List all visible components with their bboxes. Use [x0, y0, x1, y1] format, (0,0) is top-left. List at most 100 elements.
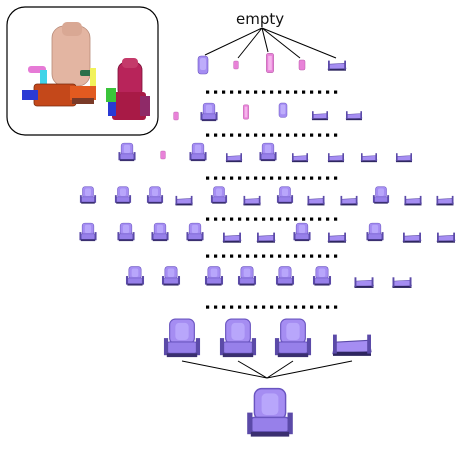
- separator-dot: [278, 305, 282, 309]
- part-node: [436, 232, 456, 244]
- separator-dot: [222, 90, 226, 94]
- separator-dot: [254, 90, 258, 94]
- root-link-line: [181, 360, 268, 379]
- separator-dot: [310, 254, 314, 258]
- separator-dot: [318, 90, 322, 94]
- separator-dot: [294, 90, 298, 94]
- chair-node: [185, 222, 205, 242]
- separator-dot: [326, 217, 330, 221]
- separator-dot: [230, 176, 234, 180]
- part-node: [307, 195, 325, 206]
- chair-node-large: [162, 318, 202, 359]
- chair-node: [197, 55, 209, 75]
- part-node: [256, 232, 276, 244]
- separator-dot: [326, 90, 330, 94]
- part-node: [242, 104, 250, 120]
- part-node: [436, 195, 454, 206]
- separator-dot: [246, 305, 250, 309]
- separator-dot: [214, 133, 218, 137]
- separator-dot: [318, 305, 322, 309]
- chair-node: [237, 266, 257, 287]
- separator-dot: [318, 176, 322, 180]
- separator-dot: [254, 133, 258, 137]
- separator-dot: [326, 254, 330, 258]
- separator-dot: [294, 254, 298, 258]
- chair-node: [146, 186, 164, 205]
- part-node: [395, 152, 413, 163]
- separator-dot: [222, 305, 226, 309]
- chair-node: [114, 186, 132, 205]
- separator-dot: [310, 217, 314, 221]
- separator-dot: [302, 176, 306, 180]
- chair-node-large: [274, 318, 312, 359]
- part-node: [173, 111, 179, 121]
- empty-link-line: [261, 27, 301, 59]
- separator-dot: [262, 305, 266, 309]
- separator-dot: [206, 133, 210, 137]
- separator-dot: [286, 90, 290, 94]
- separator-dot: [326, 176, 330, 180]
- separator-dot: [294, 305, 298, 309]
- root-link-line: [266, 360, 353, 379]
- separator-dot: [302, 217, 306, 221]
- separator-dot: [334, 176, 338, 180]
- separator-dot: [310, 305, 314, 309]
- separator-dot: [222, 217, 226, 221]
- chair-node: [278, 102, 288, 118]
- separator-dot: [230, 90, 234, 94]
- separator-dot: [286, 217, 290, 221]
- separator-dot: [238, 133, 242, 137]
- empty-link-line: [237, 27, 263, 59]
- separator-dot: [310, 133, 314, 137]
- separator-dot: [326, 305, 330, 309]
- empty-link-line: [261, 27, 269, 53]
- separator-dot: [246, 217, 250, 221]
- separator-dot: [230, 254, 234, 258]
- separator-dot: [238, 254, 242, 258]
- chair-node: [161, 266, 181, 287]
- empty-link-line: [261, 27, 337, 59]
- part-node: [160, 150, 166, 160]
- separator-dot: [302, 90, 306, 94]
- part-node: [360, 152, 378, 163]
- separator-dot: [238, 90, 242, 94]
- root-link-line: [237, 360, 268, 379]
- separator-dot: [254, 176, 258, 180]
- separator-dot: [334, 133, 338, 137]
- separator-dot: [262, 90, 266, 94]
- separator-dot: [318, 133, 322, 137]
- separator-dot: [238, 305, 242, 309]
- separator-dot: [334, 217, 338, 221]
- chair-node: [275, 266, 295, 287]
- separator-dot: [294, 133, 298, 137]
- separator-dot: [278, 217, 282, 221]
- separator-dot: [286, 133, 290, 137]
- part-node-large: [332, 333, 372, 357]
- empty-link-line: [204, 27, 263, 56]
- separator-dot: [254, 305, 258, 309]
- part-node: [392, 276, 412, 289]
- separator-dot: [310, 90, 314, 94]
- separator-dot: [254, 217, 258, 221]
- separator-dot: [262, 133, 266, 137]
- separator-dot: [206, 217, 210, 221]
- chair-node: [199, 102, 219, 122]
- part-node: [311, 110, 329, 121]
- separator-dot: [222, 254, 226, 258]
- chair-node: [117, 142, 137, 162]
- separator-dot: [222, 133, 226, 137]
- chair-node: [78, 222, 98, 242]
- separator-dot: [238, 217, 242, 221]
- separator-dot: [214, 254, 218, 258]
- separator-dot: [334, 90, 338, 94]
- part-node: [233, 60, 239, 70]
- separator-dot: [246, 254, 250, 258]
- part-node: [402, 232, 422, 244]
- part-node: [404, 195, 422, 206]
- part-node: [327, 232, 347, 244]
- chair-node: [116, 222, 136, 242]
- root-link-line: [266, 360, 294, 379]
- separator-dot: [270, 305, 274, 309]
